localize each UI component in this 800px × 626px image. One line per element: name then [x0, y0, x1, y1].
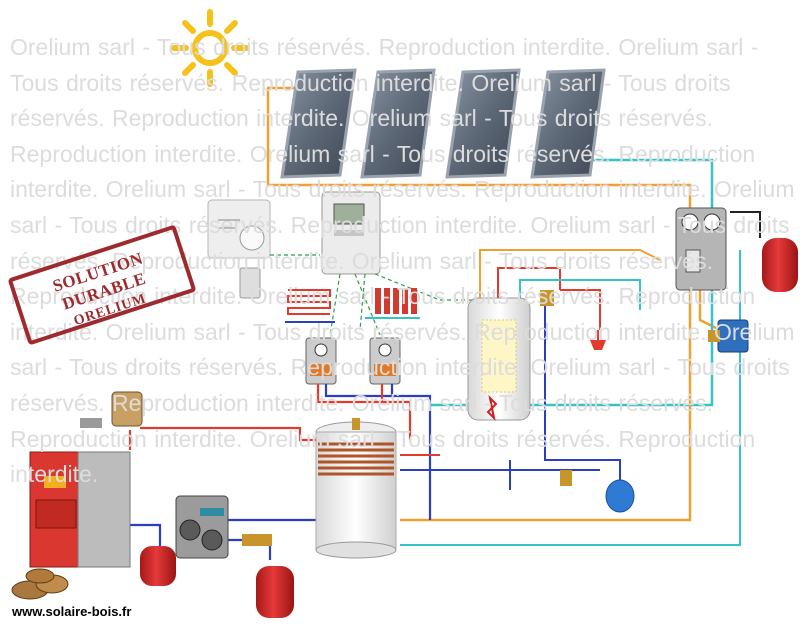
solar-panel: [445, 68, 521, 179]
valve-icon: [80, 391, 143, 428]
solar-controller: [321, 191, 381, 275]
solar-panel: [280, 68, 357, 179]
boiler-pump-group: [175, 495, 229, 559]
signal-wires: [270, 254, 500, 336]
solar-pump-station: [675, 207, 727, 291]
valve-icon: [708, 319, 749, 353]
buffer-tank: [315, 418, 397, 559]
pump-station-radiator: [369, 337, 401, 385]
solar-panels: [280, 68, 606, 179]
sensor-icon: [239, 267, 261, 299]
website-link[interactable]: www.solaire-bois.fr: [12, 604, 132, 619]
valve-icon: [540, 290, 572, 486]
expansion-vessel-boiler: [140, 546, 176, 586]
underfloor-heating: [285, 289, 335, 323]
logs: [11, 568, 69, 600]
shower-icon: [590, 330, 606, 350]
heat-exchanger-coil: [318, 442, 394, 476]
expansion-vessel-solar: [762, 238, 798, 292]
heating-pipes: [128, 384, 432, 560]
expansion-vessel-heating: [256, 566, 294, 618]
solar-panel: [360, 68, 436, 179]
pump-station-floor: [305, 337, 337, 385]
water-heater: [467, 297, 531, 422]
solar-panel: [530, 68, 606, 179]
radiator: [365, 288, 420, 319]
thermostat: [207, 199, 271, 259]
sun-icon: [171, 9, 249, 87]
expansion-vessel-dhw: [605, 479, 635, 513]
boiler: [29, 451, 131, 568]
safety-valve: [242, 534, 272, 546]
